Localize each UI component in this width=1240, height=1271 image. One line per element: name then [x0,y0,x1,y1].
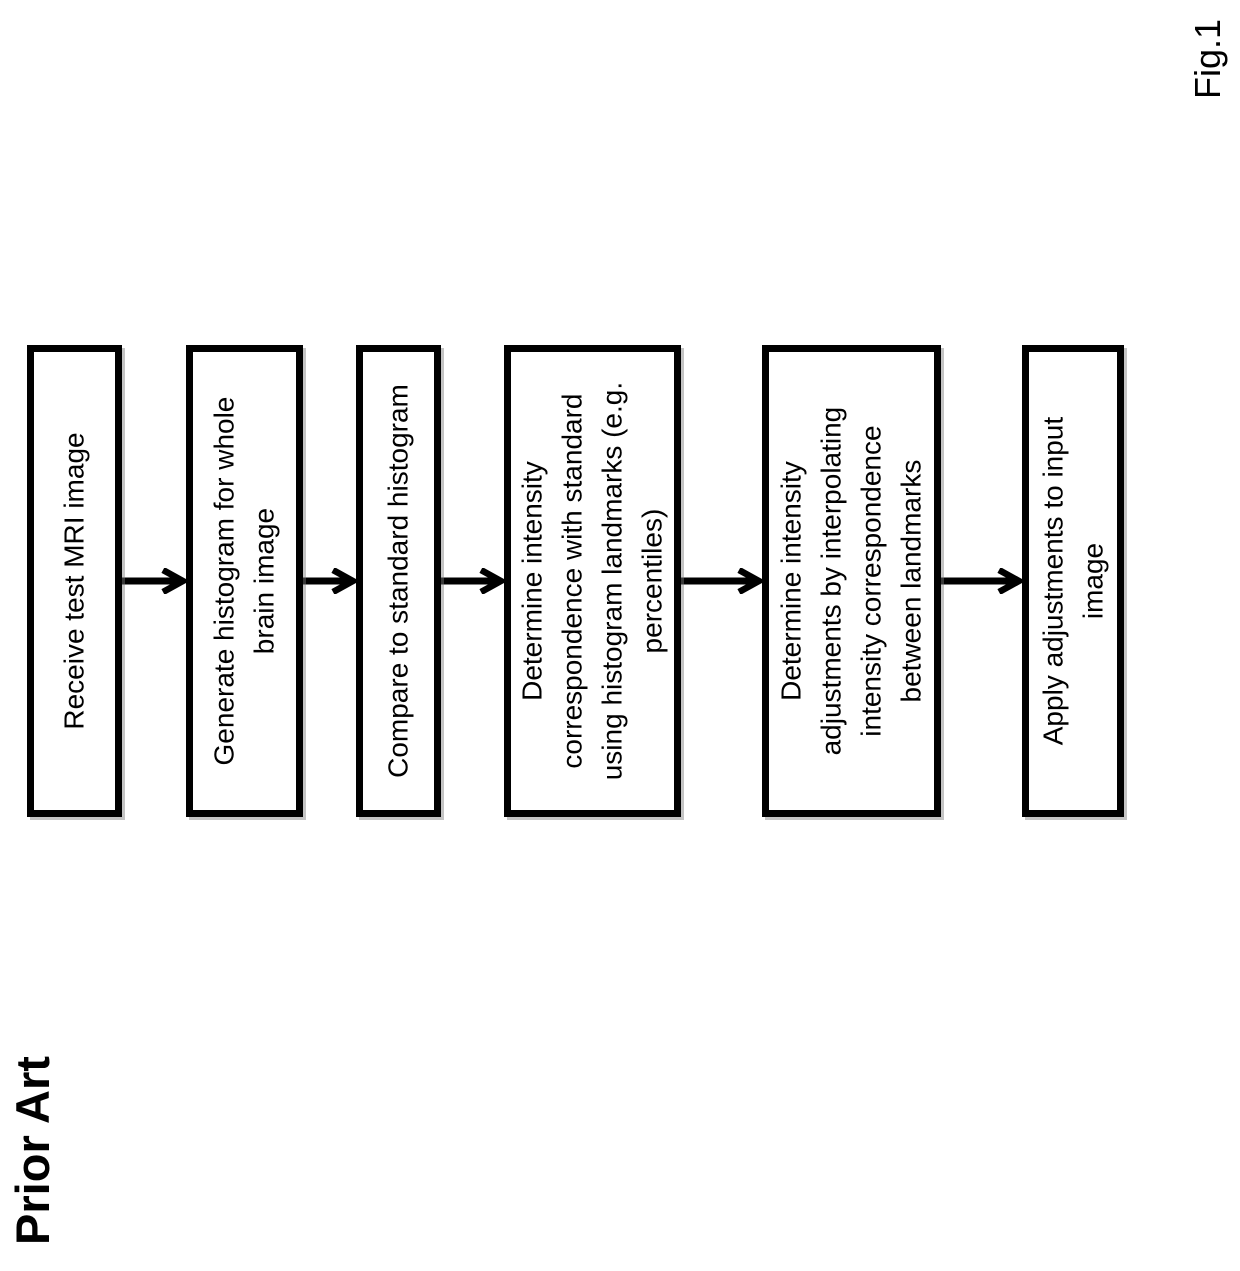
flow-box-label: Determine intensity correspondence with … [516,381,668,781]
flow-box-receive-test-mri-image: Receive test MRI image [27,345,122,817]
flow-box-determine-intensity-correspondence: Determine intensity correspondence with … [504,345,681,817]
flow-box-compare-to-standard-histogram: Compare to standard histogram [356,345,441,817]
figure-number-text: Fig.1 [1187,18,1229,100]
flow-box-label: Generate histogram for whole brain image [208,396,280,766]
prior-art-label: Prior Art [4,1028,60,1271]
figure-number-label: Fig.1 [1182,6,1234,112]
flow-box-generate-histogram-whole-brain: Generate histogram for whole brain image [186,345,303,817]
flow-box-label: Receive test MRI image [58,432,90,730]
flow-box-label: Apply adjustments to input image [1036,416,1108,746]
flow-box-label: Determine intensity adjustments by inter… [775,406,927,756]
flow-box-label: Compare to standard histogram [382,384,414,778]
flow-box-determine-intensity-adjustments: Determine intensity adjustments by inter… [762,345,941,817]
prior-art-text: Prior Art [5,1055,59,1245]
flow-box-apply-adjustments-to-input-image: Apply adjustments to input image [1022,345,1124,817]
